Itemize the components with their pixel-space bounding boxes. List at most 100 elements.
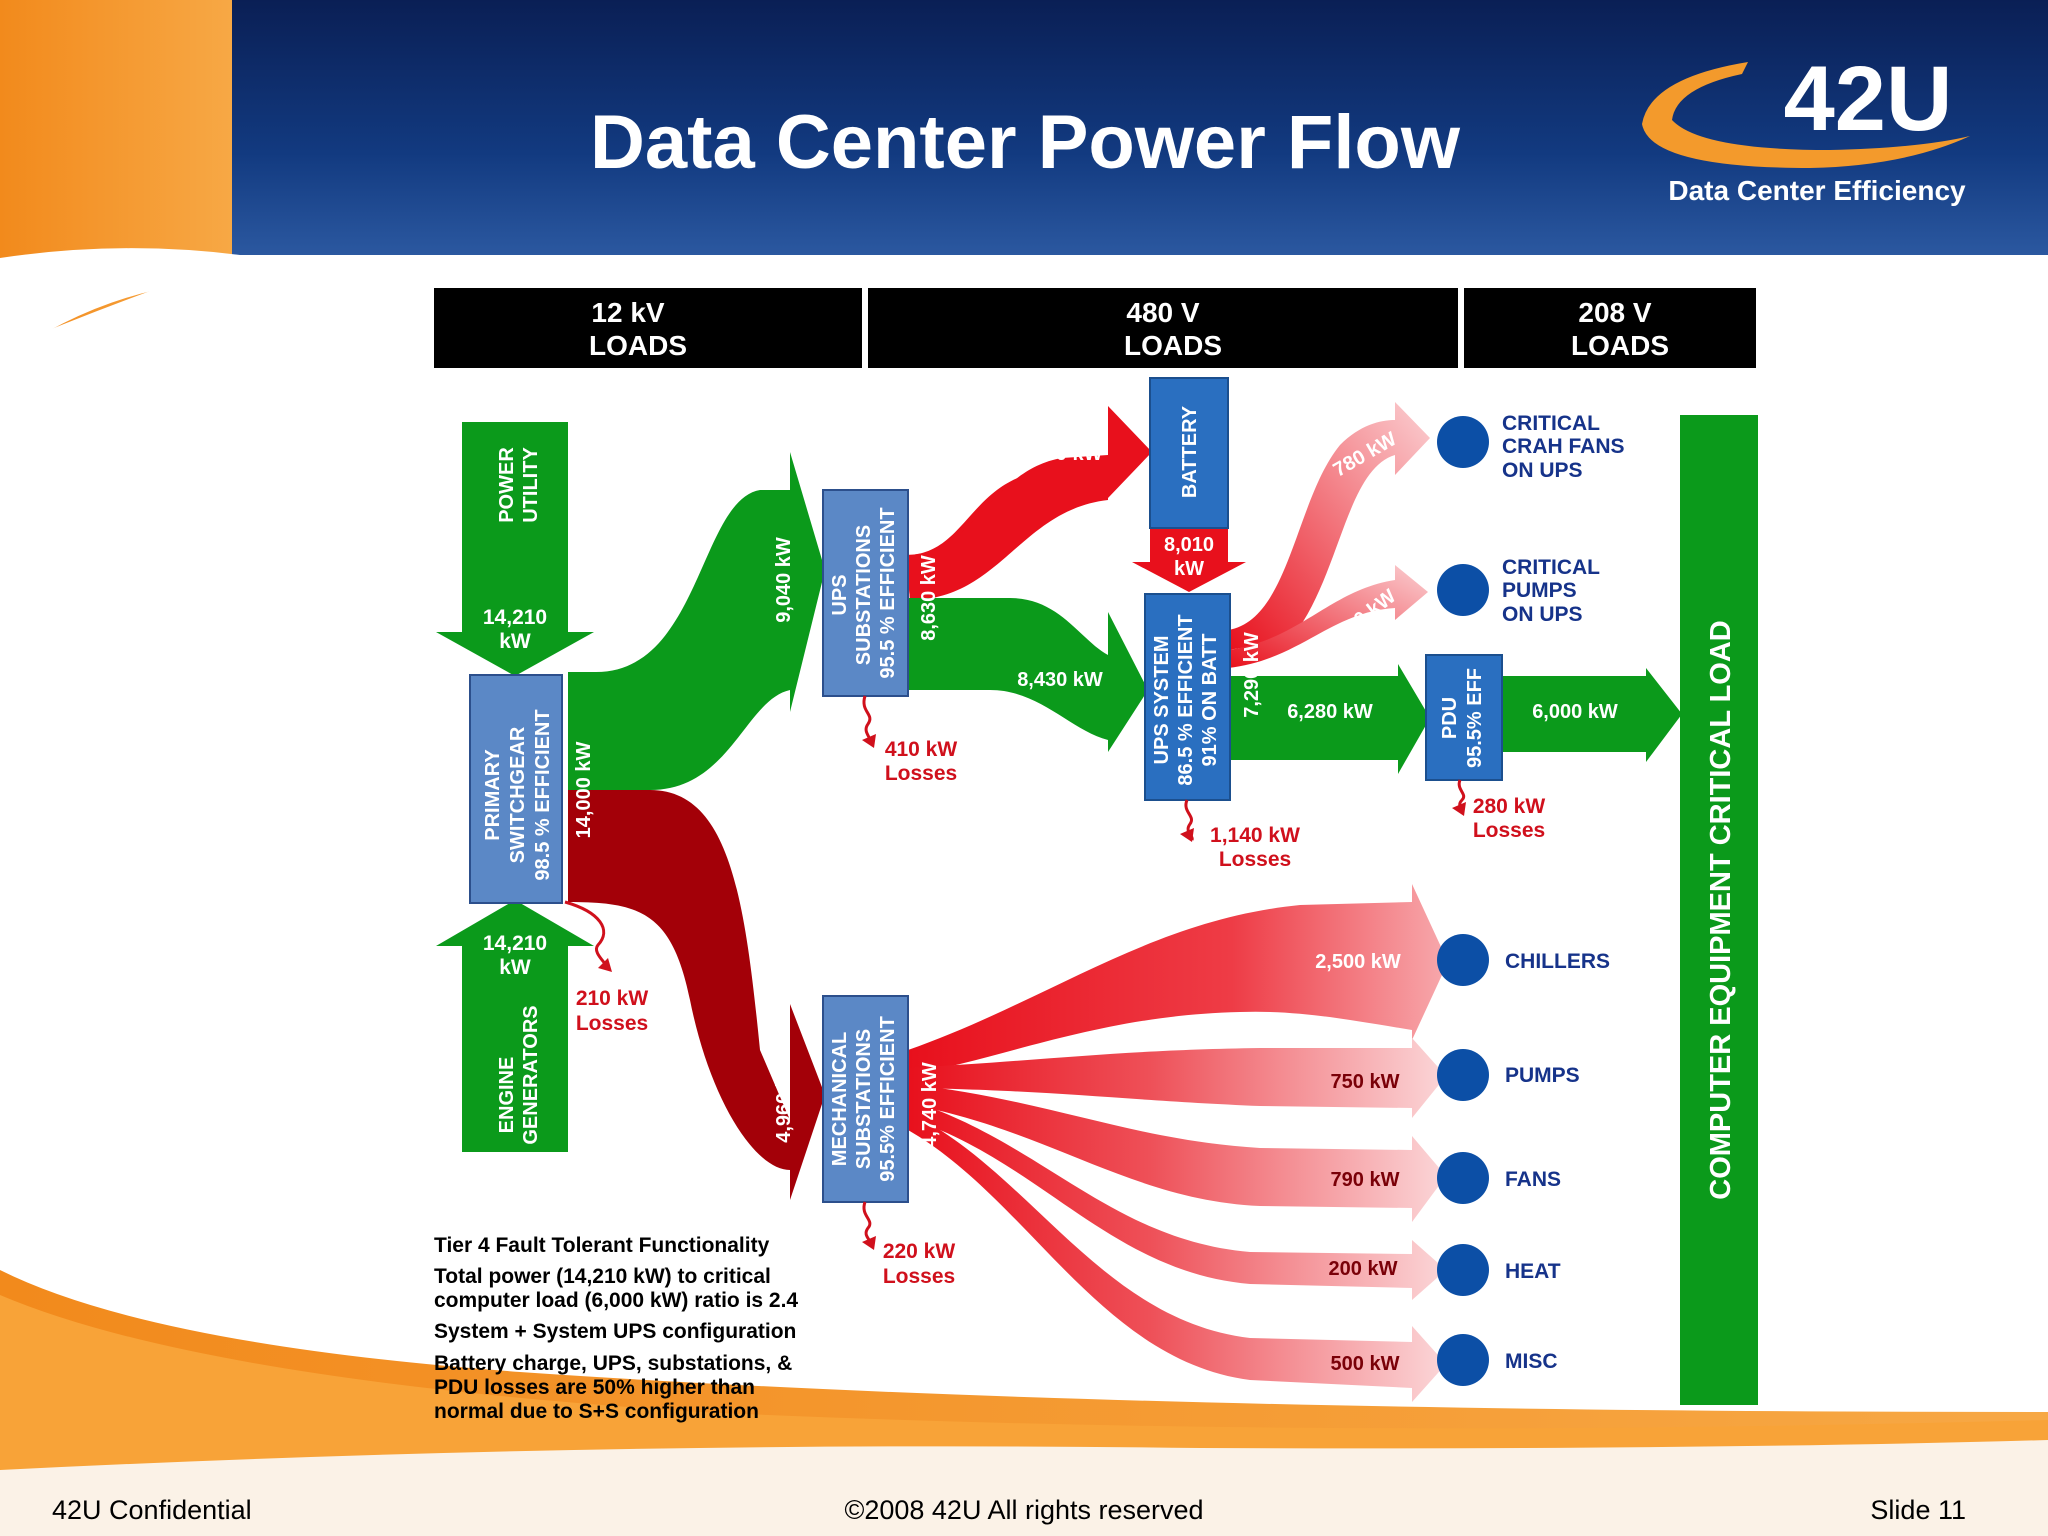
note-3: System + System UPS configuration [434, 1320, 796, 1343]
switchgear-loss-value: 210 kW [576, 987, 649, 1010]
header-480v-line2: LOADS [1124, 330, 1222, 361]
mech-sub-loss-squiggle [862, 1201, 872, 1245]
flow-200-fade [908, 1100, 1446, 1300]
pumps-label: PUMPS [1505, 1064, 1580, 1087]
header-12kv-line1: 12 kV [591, 297, 664, 328]
pdu-loss-arrowhead [1452, 802, 1466, 816]
switchgear-label-3: 98.5 % EFFICIENT [532, 709, 554, 880]
mech-sub-loss-value: 220 kW [883, 1240, 956, 1263]
ups-sub-label-3: 95.5 % EFFICIENT [877, 507, 899, 678]
company-logo: 42U Data Center Efficiency [1642, 48, 1970, 206]
note-2-line1: Total power (14,210 kW) to critical [434, 1265, 771, 1288]
loss-markers: 210 kW Losses 410 kW Losses 220 kW Losse… [564, 695, 1545, 1288]
utility-label-1: POWER [496, 447, 518, 523]
heat-label: HEAT [1505, 1260, 1561, 1283]
generators-value-1: 14,210 [483, 932, 547, 955]
fans-dot [1437, 1152, 1489, 1204]
column-headers: 12 kV LOADS 480 V LOADS 208 V LOADS [434, 288, 1756, 368]
critical-pumps-dot [1437, 564, 1489, 616]
ups-sub-label-1: UPS [829, 574, 851, 615]
ups-sub-loss-squiggle [862, 695, 872, 743]
logo-mark: 42U [1784, 48, 1953, 150]
flow-8010-red [1132, 526, 1246, 592]
mech-sub-loss-arrowhead [862, 1236, 876, 1250]
chillers-value: 2,500 kW [1315, 951, 1401, 973]
ups-system-label-3: 91% ON BATT [1199, 634, 1221, 767]
flow-6000-green [1502, 668, 1682, 762]
misc-label: MISC [1505, 1350, 1558, 1373]
critical-pumps-label-1: CRITICAL [1502, 556, 1600, 579]
flow-14000-green [568, 452, 825, 790]
crah-fans-label-3: ON UPS [1502, 459, 1583, 482]
flow-4740-label: 4,740 kW [919, 1062, 941, 1148]
note-2-line2: computer load (6,000 kW) ratio is 2.4 [434, 1289, 798, 1312]
critical-load-label: COMPUTER EQUIPMENT CRITICAL LOAD [1705, 620, 1737, 1199]
battery-box [1149, 377, 1229, 529]
heat-value: 200 kW [1329, 1258, 1398, 1280]
fans-value: 790 kW [1331, 1169, 1400, 1191]
switchgear-loss-label: Losses [576, 1012, 648, 1035]
flow-500-fade [908, 1112, 1446, 1402]
flow-4960-label: 4,960 kW [773, 1057, 795, 1143]
load-labels: CRITICAL CRAH FANS ON UPS CRITICAL PUMPS… [1502, 412, 1625, 1373]
ups-sub-loss-label: Losses [885, 762, 957, 785]
flow-2500-fade [908, 884, 1448, 1075]
heat-dot [1437, 1244, 1489, 1296]
header-208v-line2: LOADS [1571, 330, 1669, 361]
switchgear-box [469, 674, 563, 904]
header-208v [1464, 288, 1756, 368]
crah-fans-label-2: CRAH FANS [1502, 435, 1625, 458]
note-4-line1: Battery charge, UPS, substations, & [434, 1352, 792, 1375]
header-12kv-line2: LOADS [589, 330, 687, 361]
flow-6000-label: 6,000 kW [1532, 701, 1618, 723]
footer-right: Slide 11 [1870, 1495, 1966, 1525]
generators-value-2: kW [499, 956, 531, 979]
load-dots [1437, 416, 1489, 1386]
equipment-boxes [469, 377, 1758, 1405]
ups-system-box [1144, 593, 1231, 801]
flow-6280-green [1228, 664, 1430, 774]
header-480v-line1: 480 V [1126, 297, 1199, 328]
utility-value-1: 14,210 [483, 606, 547, 629]
flow-8430-label: 8,430 kW [1017, 669, 1103, 691]
chillers-label: CHILLERS [1505, 950, 1610, 973]
notes: Tier 4 Fault Tolerant Functionality Tota… [434, 1234, 798, 1423]
pumps-value: 750 kW [1331, 1071, 1400, 1093]
critical-load-bar [1680, 415, 1758, 1405]
misc-value: 500 kW [1331, 1353, 1400, 1375]
flow-750-fade [908, 1038, 1446, 1118]
switchgear-loss-squiggle [564, 900, 610, 969]
ups-sub-loss-arrowhead [862, 734, 876, 748]
footer-center: ©2008 42U All rights reserved [844, 1495, 1204, 1525]
pdu-loss-label: Losses [1473, 819, 1545, 842]
mech-sub-label-3: 95.5% EFFICIENT [877, 1016, 899, 1182]
switchgear-label-1: PRIMARY [482, 749, 504, 841]
mech-values: 750 kW 790 kW 200 kW 500 kW [1329, 1071, 1400, 1375]
generators-arrow [436, 900, 594, 1152]
pdu-label-1: PDU [1439, 697, 1461, 739]
page-title: Data Center Power Flow [590, 100, 1461, 185]
ups-substations-box [822, 489, 909, 697]
flow-6280-label: 6,280 kW [1287, 701, 1373, 723]
battery-label: BATTERY [1179, 405, 1201, 498]
note-4-line3: normal due to S+S configuration [434, 1400, 759, 1423]
flow-230-fade [1228, 565, 1428, 668]
ups-system-loss-arrowhead [1180, 828, 1194, 842]
flow-8630-label: 8,630 kW [918, 555, 940, 641]
header-12kv [434, 288, 862, 368]
note-4-line2: PDU losses are 50% higher than [434, 1376, 755, 1399]
mech-sub-loss-label: Losses [883, 1265, 955, 1288]
ups-system-label-1: UPS SYSTEM [1151, 636, 1173, 765]
switchgear-loss-arrowhead [598, 958, 612, 972]
chillers-dot [1437, 934, 1489, 986]
flow-4960-darkred [568, 790, 825, 1200]
mech-sub-label-1: MECHANICAL [829, 1032, 851, 1166]
flow-8630-red [906, 455, 1108, 600]
flow-200-label: 200 kW [1034, 443, 1103, 465]
pumps-dot [1437, 1049, 1489, 1101]
flow-8010-label-1: 8,010 [1164, 534, 1214, 556]
utility-value-2: kW [499, 630, 531, 653]
flow-8010-label-2: kW [1174, 558, 1204, 580]
